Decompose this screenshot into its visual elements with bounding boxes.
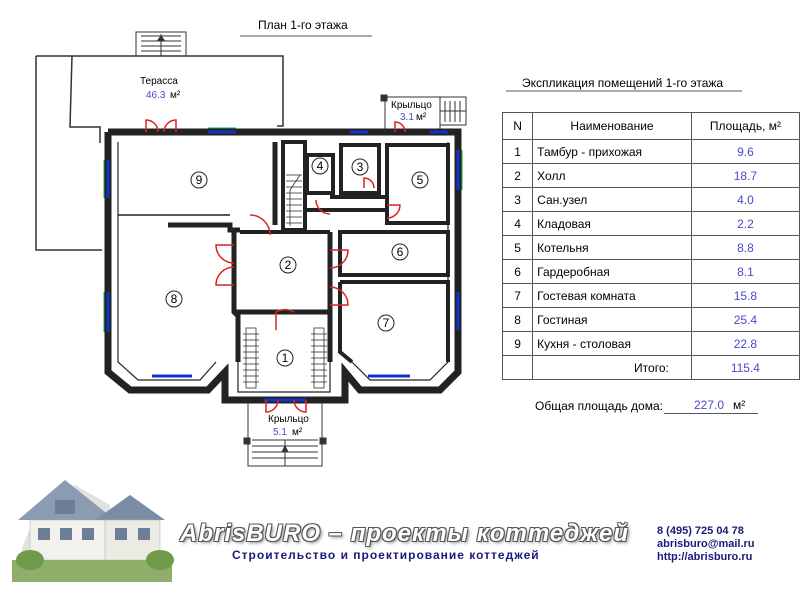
row-n: 8 bbox=[501, 307, 534, 332]
terrace-area-unit: м² bbox=[170, 90, 181, 101]
row-n: 5 bbox=[501, 235, 534, 260]
total-empty-cell bbox=[501, 355, 534, 380]
house-total-unit: м² bbox=[733, 398, 746, 412]
table-total-row: Итого: 115.4 bbox=[501, 355, 800, 380]
room-number-4: 4 bbox=[317, 159, 324, 173]
table-row: 7 Гостевая комната 15.8 bbox=[501, 283, 800, 308]
room-marker-2 bbox=[279, 256, 297, 274]
porch-top-label: Крыльцо bbox=[391, 100, 432, 111]
row-area: 2.2 bbox=[690, 211, 800, 236]
header-name: Наименование bbox=[532, 112, 692, 140]
row-n: 2 bbox=[501, 163, 534, 188]
table-row: 8 Гостиная 25.4 bbox=[501, 307, 800, 332]
house-total-label: Общая площадь дома: bbox=[535, 399, 663, 413]
table-row: 1 Тамбур - прихожая 9.6 bbox=[501, 139, 800, 164]
table-header-row: N Наименование Площадь, м² bbox=[501, 112, 800, 140]
row-area: 18.7 bbox=[690, 163, 800, 188]
room-marker-6 bbox=[391, 243, 409, 261]
row-area: 25.4 bbox=[690, 307, 800, 332]
plan-title: План 1-го этажа bbox=[258, 18, 348, 32]
porch-bottom-area: 5.1 bbox=[273, 427, 287, 438]
outer-walls bbox=[104, 128, 462, 404]
porch-top-area-unit: м² bbox=[416, 112, 427, 123]
room-number-3: 3 bbox=[357, 160, 364, 174]
room-marker-4 bbox=[311, 157, 329, 175]
vestibule-benches bbox=[243, 327, 327, 389]
interior-walls bbox=[118, 140, 450, 364]
row-area: 4.0 bbox=[690, 187, 800, 212]
table-row: 5 Котельня 8.8 bbox=[501, 235, 800, 260]
room-number-1: 1 bbox=[282, 351, 289, 365]
room-number-2: 2 bbox=[285, 258, 292, 272]
porch-bottom bbox=[243, 402, 327, 467]
room-marker-1 bbox=[276, 349, 294, 367]
row-area: 8.1 bbox=[690, 259, 800, 284]
row-name: Кладовая bbox=[532, 211, 692, 236]
windows bbox=[106, 130, 460, 402]
row-name: Котельня bbox=[532, 235, 692, 260]
row-n: 9 bbox=[501, 331, 534, 356]
porch-bottom-area-unit: м² bbox=[292, 427, 303, 438]
row-name: Гардеробная bbox=[532, 259, 692, 284]
explication-table: N Наименование Площадь, м² 1 Тамбур - пр… bbox=[501, 112, 800, 380]
room-marker-3 bbox=[351, 158, 369, 176]
room-number-6: 6 bbox=[397, 245, 404, 259]
room-number-9: 9 bbox=[196, 173, 203, 187]
room-number-7: 7 bbox=[383, 316, 390, 330]
porch-bottom-label: Крыльцо bbox=[268, 414, 309, 425]
room-marker-5 bbox=[411, 171, 429, 189]
row-area: 9.6 bbox=[690, 139, 800, 164]
row-name: Холл bbox=[532, 163, 692, 188]
brand-name: AbrisBURO – проекты коттеджей bbox=[180, 520, 630, 547]
row-name: Тамбур - прихожая bbox=[532, 139, 692, 164]
room-number-8: 8 bbox=[171, 292, 178, 306]
row-name: Сан.узел bbox=[532, 187, 692, 212]
room-markers bbox=[165, 157, 429, 367]
table-row: 9 Кухня - столовая 22.8 bbox=[501, 331, 800, 356]
house-total-underline bbox=[664, 413, 758, 414]
staircase bbox=[286, 174, 302, 226]
doors bbox=[145, 119, 406, 413]
porch-top bbox=[380, 94, 467, 132]
terrace bbox=[35, 55, 284, 251]
contact-email[interactable]: abrisburo@mail.ru bbox=[657, 538, 755, 550]
table-row: 3 Сан.узел 4.0 bbox=[501, 187, 800, 212]
terrace-area: 46.3 bbox=[146, 90, 166, 101]
total-label: Итого: bbox=[532, 355, 692, 380]
row-n: 3 bbox=[501, 187, 534, 212]
room-marker-8 bbox=[165, 290, 183, 308]
table-row: 6 Гардеробная 8.1 bbox=[501, 259, 800, 284]
contact-website[interactable]: http://abrisburo.ru bbox=[657, 551, 753, 563]
explication-title: Экспликация помещений 1-го этажа bbox=[522, 76, 724, 90]
row-n: 4 bbox=[501, 211, 534, 236]
house-illustration bbox=[12, 480, 174, 582]
brand-tagline: Строительство и проектирование коттеджей bbox=[232, 548, 540, 562]
table-row: 4 Кладовая 2.2 bbox=[501, 211, 800, 236]
room-marker-7 bbox=[377, 314, 395, 332]
row-n: 7 bbox=[501, 283, 534, 308]
row-area: 15.8 bbox=[690, 283, 800, 308]
table-row: 2 Холл 18.7 bbox=[501, 163, 800, 188]
total-value: 115.4 bbox=[690, 355, 800, 380]
row-n: 6 bbox=[501, 259, 534, 284]
row-n: 1 bbox=[501, 139, 534, 164]
terrace-stairs bbox=[135, 31, 187, 57]
room-marker-9 bbox=[190, 171, 208, 189]
header-area: Площадь, м² bbox=[690, 112, 800, 140]
header-n: N bbox=[501, 112, 534, 140]
row-name: Гостиная bbox=[532, 307, 692, 332]
house-total-value: 227.0 bbox=[694, 398, 725, 412]
row-name: Кухня - столовая bbox=[532, 331, 692, 356]
row-area: 8.8 bbox=[690, 235, 800, 260]
room-number-5: 5 bbox=[417, 173, 424, 187]
row-area: 22.8 bbox=[690, 331, 800, 356]
porch-top-area: 3.1 bbox=[400, 112, 414, 123]
terrace-label: Терасса bbox=[140, 76, 178, 87]
row-name: Гостевая комната bbox=[532, 283, 692, 308]
contact-phone: 8 (495) 725 04 78 bbox=[657, 525, 744, 537]
